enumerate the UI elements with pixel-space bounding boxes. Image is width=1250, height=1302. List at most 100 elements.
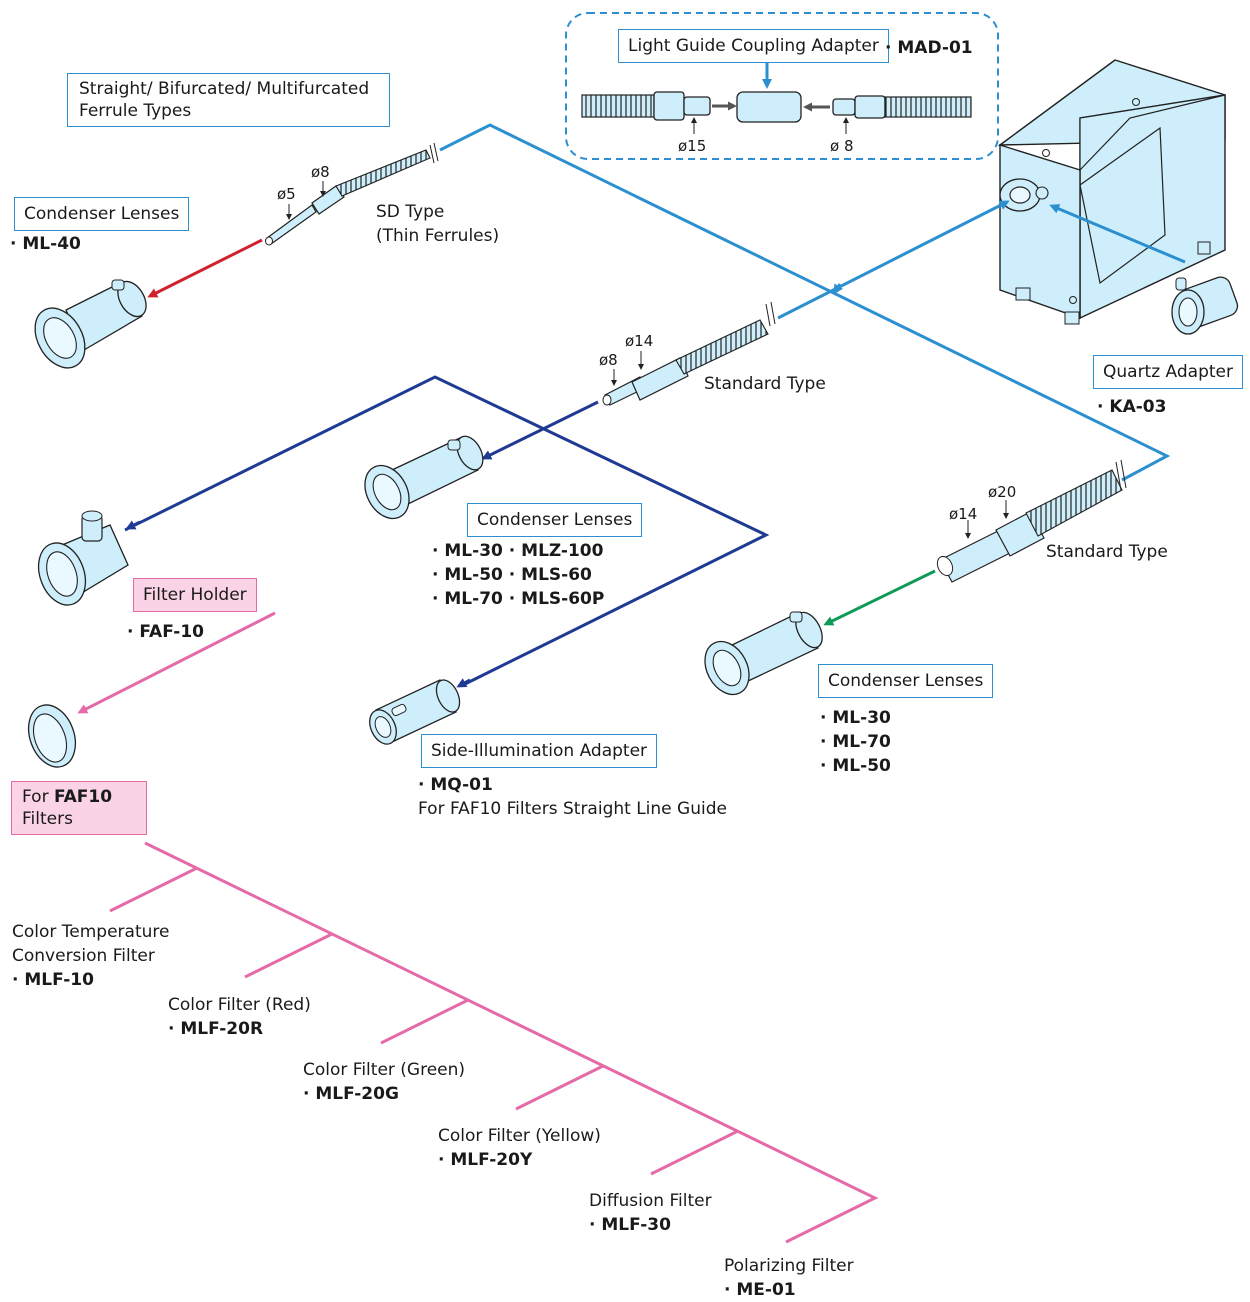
- pink-filter-spine: [144, 841, 879, 1244]
- coupling-adapter-box: Light Guide Coupling Adapter: [618, 29, 889, 63]
- filter-item-3: Color Filter (Green) · MLF-20G: [303, 1060, 466, 1104]
- sd-type-line1: SD Type: [376, 202, 445, 222]
- filter-item-2: Color Filter (Red) · MLF-20R: [168, 995, 311, 1039]
- ml40-code-text: ML-40: [22, 234, 81, 254]
- for-faf10-box: For FAF10 Filters: [11, 781, 147, 835]
- mq01-block: · MQ-01 For FAF10 Filters Straight Line …: [418, 775, 727, 819]
- faf10-code: · FAF-10: [127, 622, 205, 642]
- coupling-adapter-part: [736, 91, 802, 123]
- side-adapter-box: Side-Illumination Adapter: [421, 734, 658, 768]
- dim-sd-d8: ø8: [311, 163, 330, 181]
- green-arrow-right-lens: [823, 569, 936, 626]
- right-condenser-lens-part: [704, 611, 823, 696]
- red-arrow-ml40: [147, 238, 263, 298]
- ferrule-types-line2: Ferrule Types: [79, 101, 192, 121]
- condenser-ml40-label: Condenser Lenses: [24, 204, 180, 224]
- mid-code-3: ML-70 · MLS-60P: [444, 589, 605, 609]
- quartz-adapter-box: Quartz Adapter: [1093, 355, 1243, 389]
- filter-6-name: Polarizing Filter: [724, 1256, 854, 1276]
- faf10-code-text: FAF-10: [139, 622, 205, 642]
- coupling-adapter-frame: [565, 12, 999, 160]
- filter-6-code: ME-01: [736, 1280, 796, 1300]
- side-adapter-label: Side-Illumination Adapter: [431, 741, 648, 761]
- dim-sd-d5: ø5: [277, 185, 296, 203]
- dim-d8-coupler: ø 8: [830, 137, 854, 155]
- right-code-3: ML-50: [832, 756, 891, 776]
- blue-path-sd-to-right: [439, 123, 1171, 482]
- filter-holder-label: Filter Holder: [143, 585, 247, 605]
- filter-4-code: MLF-20Y: [450, 1150, 533, 1170]
- dim-std1-d14: ø14: [625, 332, 654, 350]
- filter-item-5: Diffusion Filter · MLF-30: [589, 1191, 712, 1235]
- side-illumination-adapter-part: [369, 679, 461, 745]
- coupling-right-fiber: [832, 95, 972, 119]
- filter-2-name: Color Filter (Red): [168, 995, 311, 1015]
- filter-5-name: Diffusion Filter: [589, 1191, 712, 1211]
- condenser-mid-box: Condenser Lenses: [467, 503, 643, 537]
- dim-std2-d14: ø14: [949, 505, 978, 523]
- dim-std2-d20: ø20: [988, 483, 1017, 501]
- filter-ring-part: [27, 704, 77, 768]
- coupling-adapter-label: Light Guide Coupling Adapter: [628, 36, 879, 56]
- for-faf10-line2: Filters: [22, 809, 73, 829]
- ferrule-types-line1: Straight/ Bifurcated/ Multifurcated: [79, 79, 370, 99]
- filter-5-code: MLF-30: [601, 1215, 671, 1235]
- standard-type-fiber-2: [936, 459, 1127, 583]
- ka03-code: · KA-03: [1097, 397, 1167, 417]
- pink-branch-4: [515, 1064, 604, 1111]
- filter-3-code: MLF-20G: [315, 1084, 399, 1104]
- right-codes: · ML-30 · ML-70 · ML-50: [820, 708, 891, 776]
- darkblue-arrow-mid-lens: [481, 400, 599, 460]
- filter-1-name-b: Conversion Filter: [12, 946, 155, 966]
- filter-holder-box: Filter Holder: [133, 578, 257, 612]
- pink-branch-5: [650, 1129, 739, 1176]
- coupling-code-text: MAD-01: [897, 38, 973, 58]
- right-code-1: ML-30: [832, 708, 891, 728]
- blue-arrow-to-std: [833, 283, 843, 295]
- mq01-desc: For FAF10 Filters Straight Line Guide: [418, 799, 727, 819]
- standard-type-1-label: Standard Type: [704, 374, 826, 394]
- condenser-right-box: Condenser Lenses: [818, 664, 994, 698]
- ml40-lens-part: [34, 279, 147, 369]
- ka03-code-text: KA-03: [1109, 397, 1167, 417]
- filter-1-code: MLF-10: [24, 970, 94, 990]
- blue-arrow-to-source: [777, 200, 1010, 320]
- filter-4-name: Color Filter (Yellow): [438, 1126, 601, 1146]
- filter-3-name: Color Filter (Green): [303, 1060, 466, 1080]
- quartz-arrow: [1049, 204, 1186, 264]
- quartz-adapter-part: [1171, 276, 1239, 335]
- mid-condenser-lens-part: [364, 435, 484, 520]
- mid-code-1: ML-30 · MLZ-100: [444, 541, 604, 561]
- condenser-right-label: Condenser Lenses: [828, 671, 984, 691]
- mid-code-2: ML-50 · MLS-60: [444, 565, 592, 585]
- ml40-code: · ML-40: [10, 234, 81, 254]
- filter-2-code: MLF-20R: [180, 1019, 264, 1039]
- filter-item-4: Color Filter (Yellow) · MLF-20Y: [438, 1126, 601, 1170]
- light-source-unit: [997, 59, 1226, 325]
- condenser-mid-label: Condenser Lenses: [477, 510, 633, 530]
- condenser-ml40-box: Condenser Lenses: [14, 197, 190, 231]
- sd-type-line2: (Thin Ferrules): [376, 226, 500, 246]
- mid-codes: · ML-30 · MLZ-100 · ML-50 · MLS-60 · ML-…: [432, 541, 605, 609]
- quartz-adapter-label: Quartz Adapter: [1103, 362, 1233, 382]
- coupling-left-fiber: [581, 91, 711, 121]
- ferrule-types-box: Straight/ Bifurcated/ Multifurcated Ferr…: [67, 73, 390, 127]
- filter-1-name-a: Color Temperature: [12, 922, 170, 942]
- pink-branch-2: [244, 932, 333, 979]
- standard-type-fiber-1: [602, 301, 776, 406]
- mq01-code-text: MQ-01: [430, 775, 493, 795]
- standard-type-2-label: Standard Type: [1046, 542, 1168, 562]
- pink-branch-3: [380, 998, 469, 1045]
- for-faf10-prefix: For: [22, 787, 49, 807]
- filter-holder-part: [37, 510, 129, 606]
- dim-std1-d8: ø8: [599, 351, 618, 369]
- pink-arrow-filter: [77, 611, 276, 714]
- coupling-code: · MAD-01: [885, 38, 973, 58]
- filter-item-1: Color Temperature Conversion Filter · ML…: [12, 922, 170, 990]
- sd-type-label: SD Type (Thin Ferrules): [376, 200, 499, 248]
- darkblue-path: [124, 375, 770, 688]
- right-code-2: ML-70: [832, 732, 891, 752]
- filter-item-6: Polarizing Filter · ME-01: [724, 1256, 854, 1300]
- for-faf10-bold: FAF10: [53, 787, 113, 807]
